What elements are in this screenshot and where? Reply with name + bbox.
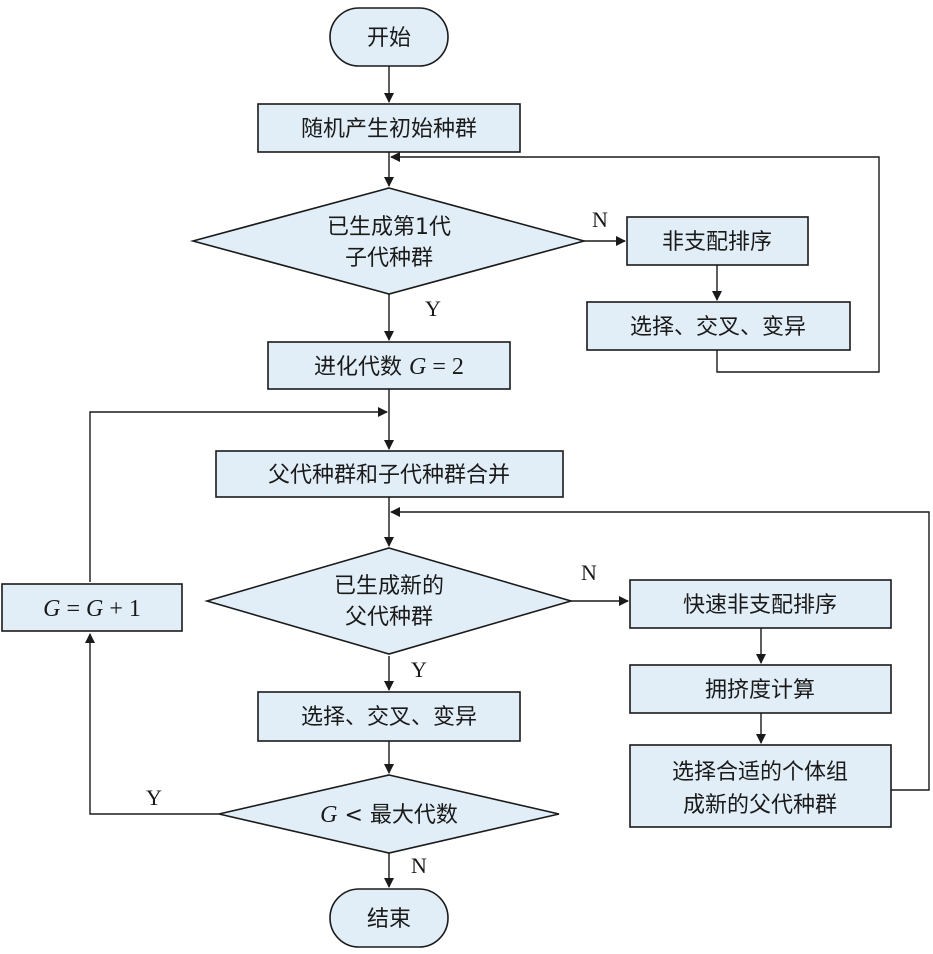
edge-increment-to-merge xyxy=(89,407,388,582)
edges xyxy=(85,66,930,888)
max-gen-check-label: G < 最大代数 xyxy=(320,802,458,828)
check-first-gen-line1: 已生成第1代 xyxy=(327,215,451,240)
crowding-distance-node: 拥挤度计算 xyxy=(629,664,892,714)
end-label: 结束 xyxy=(367,907,411,932)
select-new-parent-node: 选择合适的个体组 成新的父代种群 xyxy=(629,744,892,828)
fast-nondominated-sort-node: 快速非支配排序 xyxy=(629,579,892,629)
select-cross-mutate-1-node: 选择、交叉、变异 xyxy=(586,301,851,351)
select-cross-mutate-2-label: 选择、交叉、变异 xyxy=(301,705,477,730)
check-first-gen-node: 已生成第1代 子代种群 xyxy=(189,187,588,295)
label-new-parent-no: N xyxy=(581,560,597,585)
init-population-node: 随机产生初始种群 xyxy=(257,103,521,153)
select-cross-mutate-2-node: 选择、交叉、变异 xyxy=(257,691,521,742)
gen-increment-node: G = G + 1 xyxy=(1,583,183,632)
crowding-distance-label: 拥挤度计算 xyxy=(705,678,815,703)
label-new-parent-yes: Y xyxy=(411,657,427,682)
max-gen-check-node: G < 最大代数 xyxy=(218,774,560,854)
label-first-gen-no: N xyxy=(592,207,608,232)
label-max-gen-yes: Y xyxy=(146,785,162,810)
label-first-gen-yes: Y xyxy=(425,296,441,321)
init-population-label: 随机产生初始种群 xyxy=(301,117,477,142)
edge-labels: N Y N Y Y N xyxy=(146,207,608,878)
check-new-parent-node: 已生成新的 父代种群 xyxy=(204,547,574,655)
end-node: 结束 xyxy=(329,888,449,948)
merge-populations-node: 父代种群和子代种群合并 xyxy=(215,450,564,498)
evolution-gen-label: 进化代数 G = 2 xyxy=(314,354,464,380)
fast-nondominated-sort-label: 快速非支配排序 xyxy=(683,593,837,618)
select-new-parent-line2: 成新的父代种群 xyxy=(683,793,837,818)
merge-populations-label: 父代种群和子代种群合并 xyxy=(268,463,510,488)
nondominated-sort-label: 非支配排序 xyxy=(662,230,772,255)
check-new-parent-line1: 已生成新的 xyxy=(334,574,444,599)
check-new-parent-line2: 父代种群 xyxy=(345,605,433,630)
gen-increment-label: G = G + 1 xyxy=(43,596,141,622)
start-node: 开始 xyxy=(329,7,449,67)
label-max-gen-no: N xyxy=(411,853,427,878)
edge-loop-to-check1 xyxy=(390,152,880,373)
evolution-gen-node: 进化代数 G = 2 xyxy=(267,341,511,390)
edge-maxcheck-yes xyxy=(85,633,219,815)
check-first-gen-line2: 子代种群 xyxy=(345,246,433,271)
nondominated-sort-node: 非支配排序 xyxy=(626,216,809,266)
select-cross-mutate-1-label: 选择、交叉、变异 xyxy=(630,315,806,340)
select-new-parent-line1: 选择合适的个体组 xyxy=(672,760,848,785)
edge-loop-to-check2 xyxy=(390,507,930,791)
start-label: 开始 xyxy=(367,26,411,51)
